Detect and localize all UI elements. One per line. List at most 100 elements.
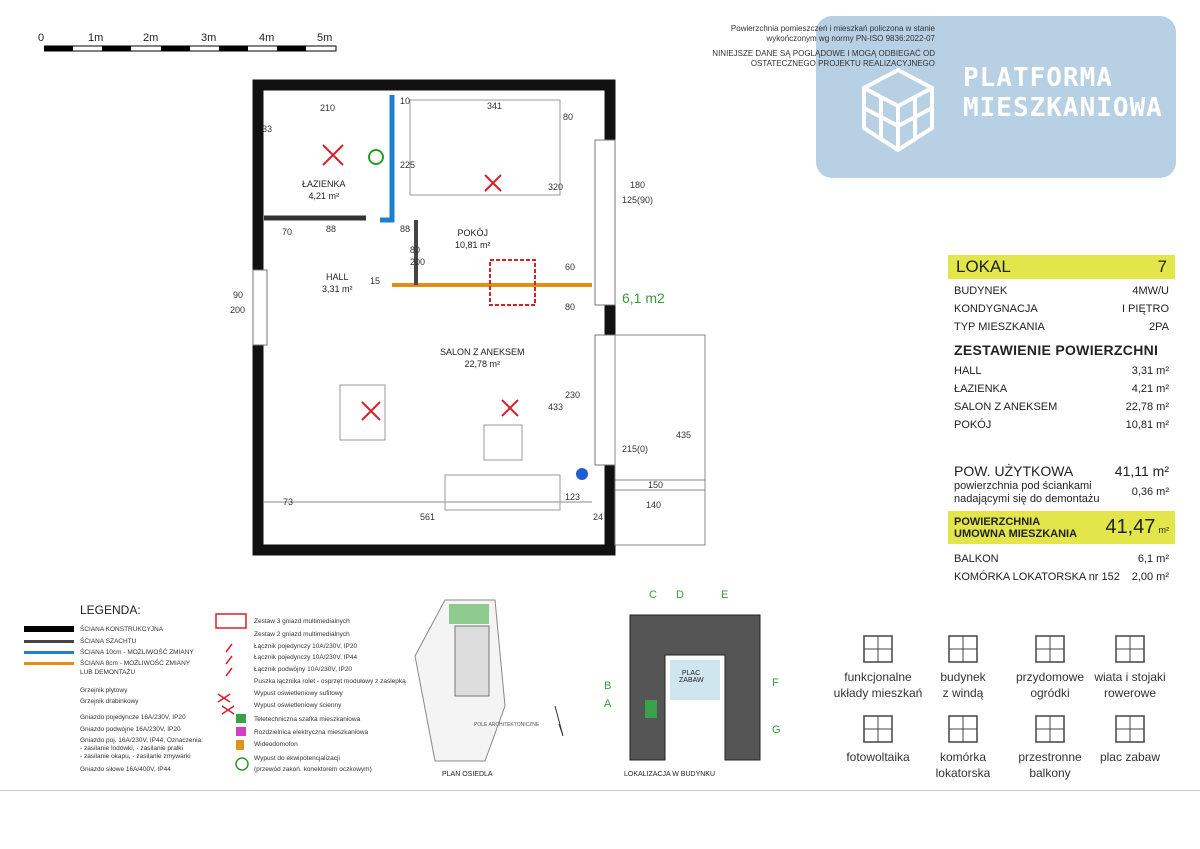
note-line: NINIEJSZE DANE SĄ POGLĄDOWE I MOGĄ ODBIE… — [712, 49, 935, 58]
legend-item: ŚCIANA 8cm - MOŻLIWOŚĆ ZMIANY — [80, 660, 191, 667]
dimension: 60 — [565, 262, 576, 272]
legend-item: Wypust oświetleniowy sufitowy — [254, 690, 343, 697]
legend-item: Grzejnik drabinkowy — [80, 698, 139, 705]
legend-item: Wypust do ekwipotencjalizacji — [254, 755, 340, 762]
dimension: 150 — [648, 480, 664, 490]
legend-item: Gniazdo pojedyncze 16A/230V, IP20 — [80, 714, 186, 721]
dimension: 80 — [410, 245, 421, 255]
building-letter: E — [721, 589, 729, 601]
legend-item: Teletechniczna szafka mieszkaniowa — [254, 716, 361, 723]
legend-item: Łącznik pojedynczy 10A/230V, IP44 — [254, 654, 358, 661]
legend-item: Gniazdo siłowe 16A/400V, IP44 — [80, 766, 171, 773]
legend-item: Puszka łącznika rolet - osprzęt modułowy… — [254, 678, 406, 685]
note-line: wykończonym wg normy PN-ISO 9836:2022-07 — [766, 34, 935, 43]
legend-swatch-10cm — [24, 651, 74, 654]
dimension: 230 — [565, 390, 581, 400]
dimension: 80 — [563, 112, 574, 122]
feature-7: plac zabaw — [1080, 712, 1180, 766]
scale-label: 4m — [259, 32, 275, 44]
legend-item: Zestaw 2 gniazd multimedialnych — [254, 631, 350, 638]
balcony-icon — [1035, 715, 1065, 743]
legend-title: LEGENDA: — [80, 603, 141, 617]
dimension: 140 — [646, 500, 662, 510]
dimension: 225 — [400, 160, 416, 170]
building-letter: F — [772, 677, 779, 689]
playground-label: PLAC ZABAW — [679, 670, 704, 684]
scale-label: 5m — [317, 32, 333, 44]
dimension: 15 — [370, 276, 381, 286]
dimension: 200 — [230, 305, 246, 315]
legend-swatch-shaft — [24, 640, 74, 643]
dimension: 180 — [630, 180, 646, 190]
legend-swatch-8cm — [24, 662, 74, 665]
scale-label: 1m — [88, 32, 104, 44]
site-plan-map — [414, 599, 564, 762]
feature-4: fotowoltaika — [828, 712, 928, 766]
scale-label: 0 — [38, 32, 45, 44]
legend-item: ŚCIANA KONSTRUKCYJNA — [80, 626, 164, 633]
playground-icon — [1115, 715, 1145, 743]
legend-item: (przewód zakoń. konektorem oczkowym) — [254, 766, 372, 773]
note-line: Powierzchnia pomieszczeń i mieszkań poli… — [730, 24, 935, 33]
building-location-map — [629, 614, 761, 761]
site-label: POLE ARCHITEKTONICZNE — [474, 722, 540, 728]
legend-swatch-structural — [24, 626, 74, 632]
dimension: 88 — [400, 224, 411, 234]
legend-item: Wypust oświetleniowy ścienny — [254, 702, 342, 709]
legend-item: ŚCIANA SZACHTU — [80, 638, 137, 645]
dimension: 210 — [320, 103, 336, 113]
dimension: 80 — [565, 302, 576, 312]
legend-item: Zestaw 3 gniazd multimedialnych — [254, 618, 350, 625]
location-caption: LOKALIZACJA W BUDYNKU — [624, 771, 716, 778]
building-letter: B — [604, 680, 612, 692]
legend-item: LUB DEMONTAŻU — [80, 669, 136, 676]
divider — [0, 790, 1200, 791]
scale-bar-graphic — [44, 45, 337, 52]
notes: Powierzchnia pomieszczeń i mieszkań poli… — [690, 24, 935, 69]
building-letter: G — [772, 724, 781, 736]
legend-item: - zasilanie lodówki, - zasilanie pralki — [80, 745, 183, 752]
floor-plan — [252, 79, 706, 556]
scale-label: 2m — [143, 32, 159, 44]
legend-item: Grzejnik płytowy — [80, 687, 128, 694]
dimension: 24 — [593, 512, 604, 522]
garden-icon — [1035, 635, 1065, 663]
solar-panel-icon — [863, 715, 893, 743]
dimension: 435 — [676, 430, 692, 440]
building-letter: A — [604, 698, 612, 710]
layout-icon — [863, 635, 893, 663]
building-letter: C — [649, 589, 657, 601]
building-letter: D — [676, 589, 684, 601]
dimension: 341 — [487, 101, 503, 111]
dimension: 123 — [565, 492, 581, 502]
dimension: 200 — [410, 257, 426, 267]
scianki-row: powierzchnia pod ściankami nadającymi si… — [954, 480, 1169, 505]
legend-item: ŚCIANA 10cm - MOŻLIWOŚĆ ZMIANY — [80, 649, 194, 656]
dimension: 70 — [282, 227, 293, 237]
balcony-area: 6,1 m2 — [622, 290, 665, 306]
dimension: 10 — [400, 96, 411, 106]
logo-line1: PLATFORMA — [963, 63, 1113, 93]
dimension: 561 — [420, 512, 436, 522]
site-plan-caption: PLAN OSIEDLA — [442, 771, 493, 778]
